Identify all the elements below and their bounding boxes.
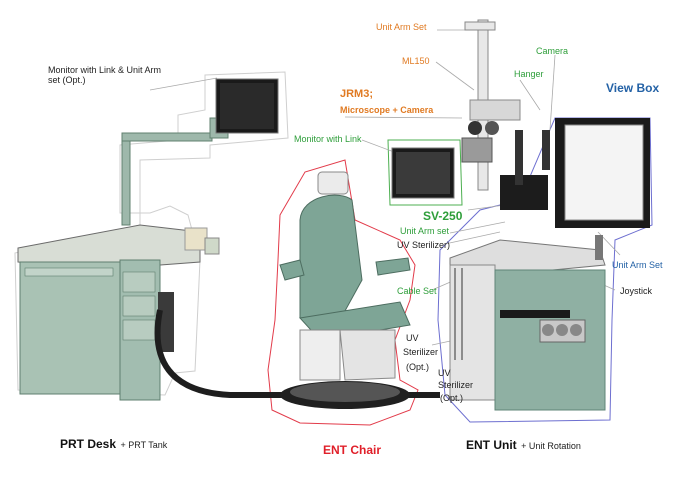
caption-ent-unit-sub: + Unit Rotation [521, 441, 581, 451]
chair-outline [267, 159, 419, 426]
ent-chair-illustration [279, 171, 411, 409]
label-hanger: Hanger [514, 69, 544, 79]
label-microscope-camera: Microscope + Camera [340, 105, 434, 115]
label-camera: Camera [536, 46, 569, 56]
monitor-outline [387, 139, 463, 206]
label-uv-2: UV [438, 368, 451, 378]
caption-ent-unit: ENT Unit + Unit Rotation [466, 436, 581, 454]
label-opt-1: (Opt.) [406, 362, 430, 372]
label-cable-set: Cable Set [397, 286, 437, 296]
label-view-box: View Box [606, 81, 660, 95]
left-monitor-arm [121, 78, 279, 226]
label-sv250: SV-250 [423, 209, 463, 223]
leader-lines [149, 29, 621, 386]
label-unit-arm-set-top: Unit Arm Set [376, 22, 427, 32]
label-uv-sterilizer-top: UV Sterilizer) [397, 240, 451, 250]
caption-prt-desk-title: PRT Desk [60, 437, 117, 451]
label-unit-arm-set-mid: Unit Arm set [400, 226, 450, 236]
label-uv-1: UV [406, 333, 419, 343]
prt-desk [17, 224, 440, 401]
label-jrm3: JRM3; [340, 88, 374, 100]
label-opt-2: (Opt.) [440, 393, 464, 403]
label-unit-arm-set-right: Unit Arm Set [612, 260, 663, 270]
caption-prt-desk-sub: + PRT Tank [120, 440, 168, 450]
ent-unit-illustration [391, 19, 650, 411]
label-monitor-link-unit-arm: Monitor with Link & Unit Arm set (Opt.) [48, 65, 162, 86]
guide-outlines [14, 71, 289, 396]
label-monitor-with-link: Monitor with Link [294, 134, 362, 144]
caption-ent-unit-title: ENT Unit [466, 438, 517, 452]
label-sterilizer-2: Sterilizer [438, 380, 474, 390]
label-joystick: Joystick [620, 286, 653, 296]
caption-ent-chair: ENT Chair [323, 443, 382, 457]
label-sterilizer-1: Sterilizer [403, 347, 439, 357]
label-ml150: ML150 [402, 56, 430, 66]
caption-prt-desk: PRT Desk + PRT Tank [60, 435, 167, 453]
